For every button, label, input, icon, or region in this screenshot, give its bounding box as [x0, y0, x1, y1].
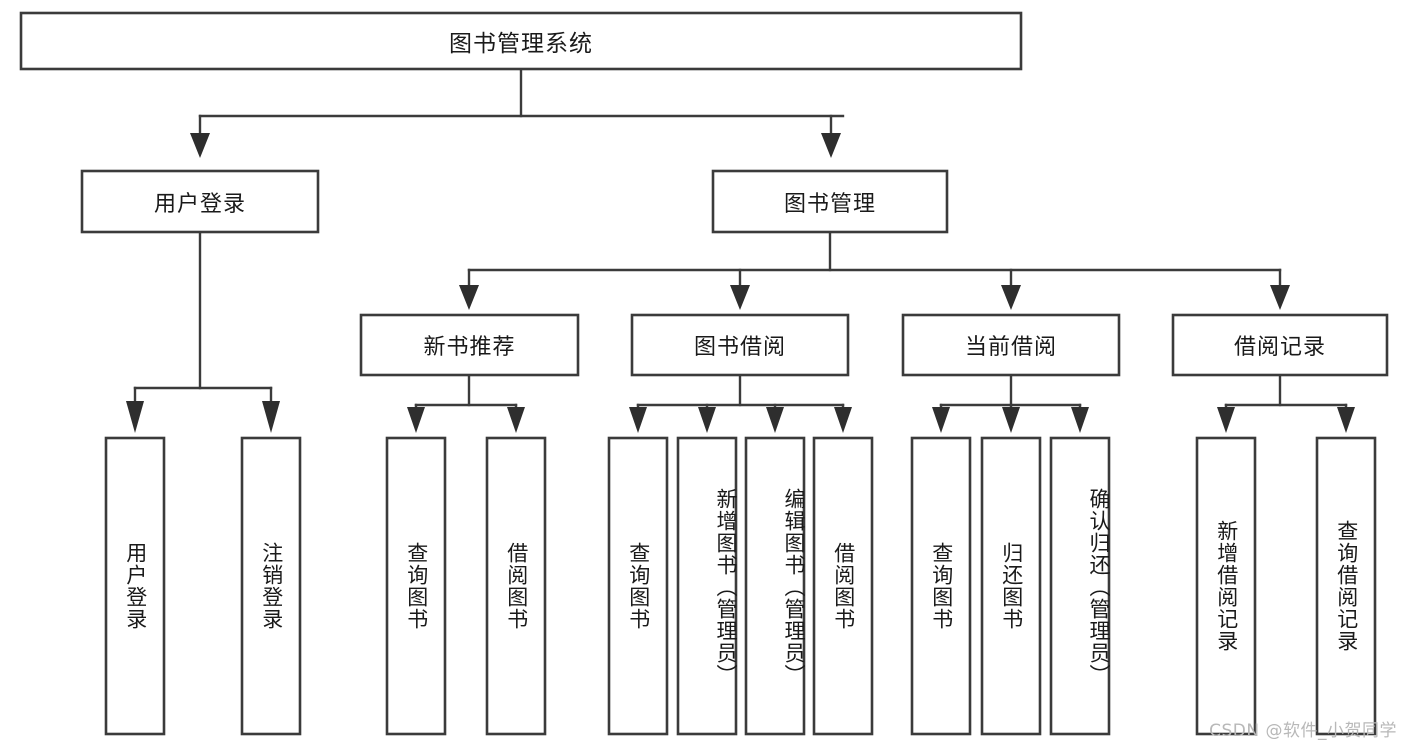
- node-box-borrow-record[interactable]: [1171, 313, 1389, 377]
- arrow-head-leaf-add-record: [1217, 407, 1235, 433]
- arrow-head-leaf-query-book-2: [629, 407, 647, 433]
- arrow-head-to-borrow-record: [1270, 285, 1290, 310]
- edge-group-new-book-rec: [407, 374, 525, 433]
- arrow-head-leaf-borrow-book-2: [834, 407, 852, 433]
- arrow-head-to-user-login: [190, 133, 210, 158]
- edge-group-book-borrow: [629, 374, 852, 433]
- node-box-user-login[interactable]: [80, 169, 320, 234]
- node-box-new-book-recommend[interactable]: [359, 313, 580, 377]
- arrow-head-to-book-borrow: [730, 285, 750, 310]
- node-box-book-management[interactable]: [711, 169, 949, 234]
- edge-group-root: [190, 68, 845, 158]
- node-box-book-borrow[interactable]: [630, 313, 850, 377]
- arrow-head-leaf-return-book: [1002, 407, 1020, 433]
- arrow-head-to-current-borrow: [1001, 285, 1021, 310]
- node-box-leaf-add-book-admin[interactable]: [676, 436, 738, 736]
- edge-group-user-login: [126, 231, 280, 433]
- node-box-leaf-return-book[interactable]: [980, 436, 1042, 736]
- arrow-head-leaf-borrow-book-1: [507, 407, 525, 433]
- arrow-head-leaf-query-book-1: [407, 407, 425, 433]
- node-box-leaf-user-login[interactable]: [104, 436, 166, 736]
- node-box-leaf-query-borrow-record[interactable]: [1315, 436, 1377, 736]
- node-box-leaf-confirm-return-admin[interactable]: [1049, 436, 1111, 736]
- node-box-leaf-query-book-borrow[interactable]: [607, 436, 669, 736]
- node-box-leaf-query-book-current[interactable]: [910, 436, 972, 736]
- arrow-head-leaf-logout: [262, 401, 280, 433]
- arrow-head-leaf-query-book-3: [932, 407, 950, 433]
- node-box-leaf-logout[interactable]: [240, 436, 302, 736]
- arrow-head-leaf-add-book: [698, 407, 716, 433]
- edge-group-book-mgmt: [459, 231, 1290, 310]
- node-box-current-borrow[interactable]: [901, 313, 1121, 377]
- node-box-leaf-query-book-newbook[interactable]: [385, 436, 447, 736]
- arrow-head-to-book-mgmt: [821, 133, 841, 158]
- node-box-leaf-add-borrow-record[interactable]: [1195, 436, 1257, 736]
- node-box-leaf-borrow-book-newbook[interactable]: [485, 436, 547, 736]
- arrow-head-to-new-book-rec: [459, 285, 479, 310]
- edge-group-borrow-record: [1217, 374, 1355, 433]
- arrow-head-leaf-user-login: [126, 401, 144, 433]
- node-box-root[interactable]: [19, 11, 1023, 71]
- arrow-head-leaf-query-record: [1337, 407, 1355, 433]
- node-box-leaf-edit-book-admin[interactable]: [744, 436, 806, 736]
- node-box-leaf-borrow-book-borrow[interactable]: [812, 436, 874, 736]
- arrow-head-leaf-edit-book: [766, 407, 784, 433]
- arrow-head-leaf-confirm-return: [1071, 407, 1089, 433]
- edge-group-current-borrow: [932, 374, 1089, 433]
